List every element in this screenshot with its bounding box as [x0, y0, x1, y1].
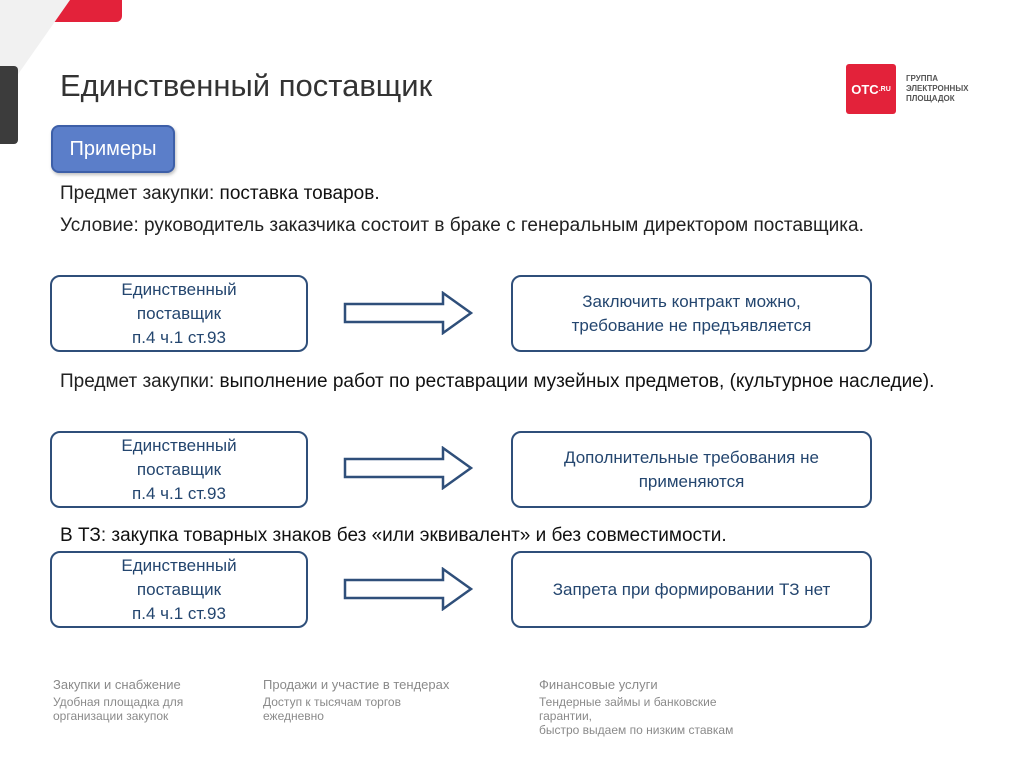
case-3-arrow-icon: [343, 567, 474, 611]
case-2-right-box: Дополнительные требования не применяются: [511, 431, 872, 508]
case-1-arrow-icon: [343, 291, 474, 335]
case-2-description: Предмет закупки: выполнение работ по рес…: [60, 371, 935, 392]
footer-col-sales[interactable]: Продажи и участие в тендерах Доступ к ты…: [263, 677, 450, 724]
page-title: Единственный поставщик: [60, 68, 433, 103]
condition-text: Условие: руководитель заказчика состоит …: [60, 215, 864, 236]
logo-text: ГРУППА ЭЛЕКТРОННЫХ ПЛОЩАДОК: [906, 74, 969, 103]
case-2-arrow-icon: [343, 446, 474, 490]
footer-col-finance[interactable]: Финансовые услуги Тендерные займы и банк…: [539, 677, 734, 738]
company-logo[interactable]: OTC.RU ГРУППА ЭЛЕКТРОННЫХ ПЛОЩАДОК: [846, 64, 986, 114]
case-2-left-box: Единственный поставщик п.4 ч.1 ст.93: [50, 431, 308, 508]
footer-col-procurement[interactable]: Закупки и снабжение Удобная площадка для…: [53, 677, 184, 724]
logo-mark: OTC.RU: [846, 64, 896, 114]
examples-badge: Примеры: [51, 125, 175, 173]
case-1-right-box: Заключить контракт можно, требование не …: [511, 275, 872, 352]
left-accent-bar: [0, 66, 18, 144]
case-1-left-box: Единственный поставщик п.4 ч.1 ст.93: [50, 275, 308, 352]
case-3-left-box: Единственный поставщик п.4 ч.1 ст.93: [50, 551, 308, 628]
case-3-description: В ТЗ: закупка товарных знаков без «или э…: [60, 525, 727, 546]
case-1-description: Предмет закупки: поставка товаров.: [60, 183, 380, 204]
case-3-right-box: Запрета при формировании ТЗ нет: [511, 551, 872, 628]
